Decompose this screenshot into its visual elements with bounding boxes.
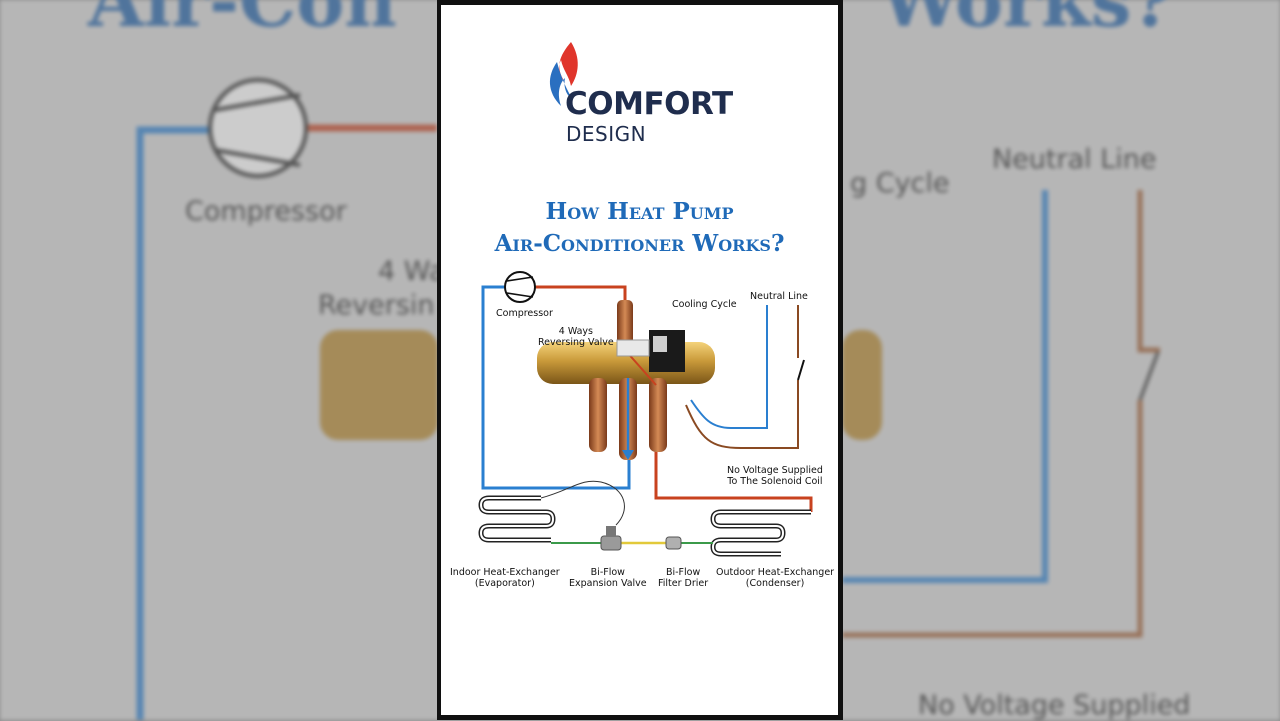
indoor-coil [481, 498, 553, 540]
indoor-exchanger-label: Indoor Heat-Exchanger(Evaporator) [450, 567, 560, 589]
brand-subtitle: DESIGN [566, 122, 646, 146]
background-no-voltage-label: No Voltage Supplied [918, 690, 1190, 721]
open-switch [798, 360, 804, 380]
compressor-icon [505, 272, 535, 302]
background-compressor-label: Compressor [185, 196, 347, 227]
background-valve-label-2: Reversin [318, 290, 435, 321]
outdoor-coil [713, 512, 811, 554]
background-neutral-label: Neutral Line [992, 144, 1157, 175]
brand-name: COMFORT [565, 86, 733, 122]
filter-drier-icon [666, 537, 681, 549]
diagram-title-line-2: Air-Conditioner Works? [441, 230, 838, 257]
background-valve-label-1: 4 Wa [378, 256, 445, 287]
neutral-line-label: Neutral Line [750, 291, 808, 302]
reversing-valve-icon [537, 300, 715, 460]
background-cooling-cycle-label: g Cycle [850, 168, 950, 199]
cooling-cycle-label: Cooling Cycle [672, 299, 737, 310]
outdoor-exchanger-label: Outdoor Heat-Exchanger(Condenser) [716, 567, 834, 589]
diagram-title-line-1: How Heat Pump [441, 198, 838, 225]
expansion-valve-icon [601, 526, 621, 550]
compressor-label: Compressor [496, 308, 553, 319]
